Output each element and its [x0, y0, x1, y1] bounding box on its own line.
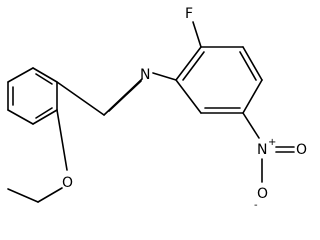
ring-bond — [242, 79, 263, 114]
o-ch2-bond — [37, 187, 63, 203]
aryl-ch-bond — [56, 81, 105, 116]
n-aryl-bond — [152, 72, 177, 81]
ether-oxygen-label: O — [62, 175, 73, 191]
imine-nitrogen-label: N — [140, 67, 150, 83]
nitro-oxygen-bottom-label: O — [257, 186, 268, 202]
fluorine-label: F — [185, 6, 193, 22]
nitro-nitrogen-charge: + — [268, 137, 276, 148]
ring-bond — [7, 67, 34, 83]
ring-bond — [175, 46, 202, 81]
ring-bond — [242, 46, 263, 81]
ring-double-bond — [182, 51, 205, 81]
right-benzene-ring — [175, 46, 263, 114]
ring-bond — [7, 109, 34, 125]
ring-bond — [175, 79, 202, 114]
ring-bond — [32, 67, 58, 83]
ring-bond — [32, 109, 58, 125]
ch2-ch3-bond — [7, 188, 39, 203]
c-nitro-bond — [242, 112, 260, 139]
nitro-oxygen-top-label: O — [296, 142, 307, 158]
imine-double-bond-inner — [108, 80, 142, 112]
ring-double-bond — [35, 73, 53, 85]
ring-double-bond — [35, 107, 53, 119]
c-f-bond — [192, 21, 202, 48]
nitro-nitrogen-label: N — [257, 142, 267, 158]
ring-double-bond — [239, 51, 257, 81]
left-benzene-ring — [7, 67, 58, 125]
nitro-oxygen-charge: - — [254, 200, 258, 211]
c-o-bond — [56, 109, 68, 171]
molecule-structure: N F N + O O - O — [7, 6, 307, 211]
